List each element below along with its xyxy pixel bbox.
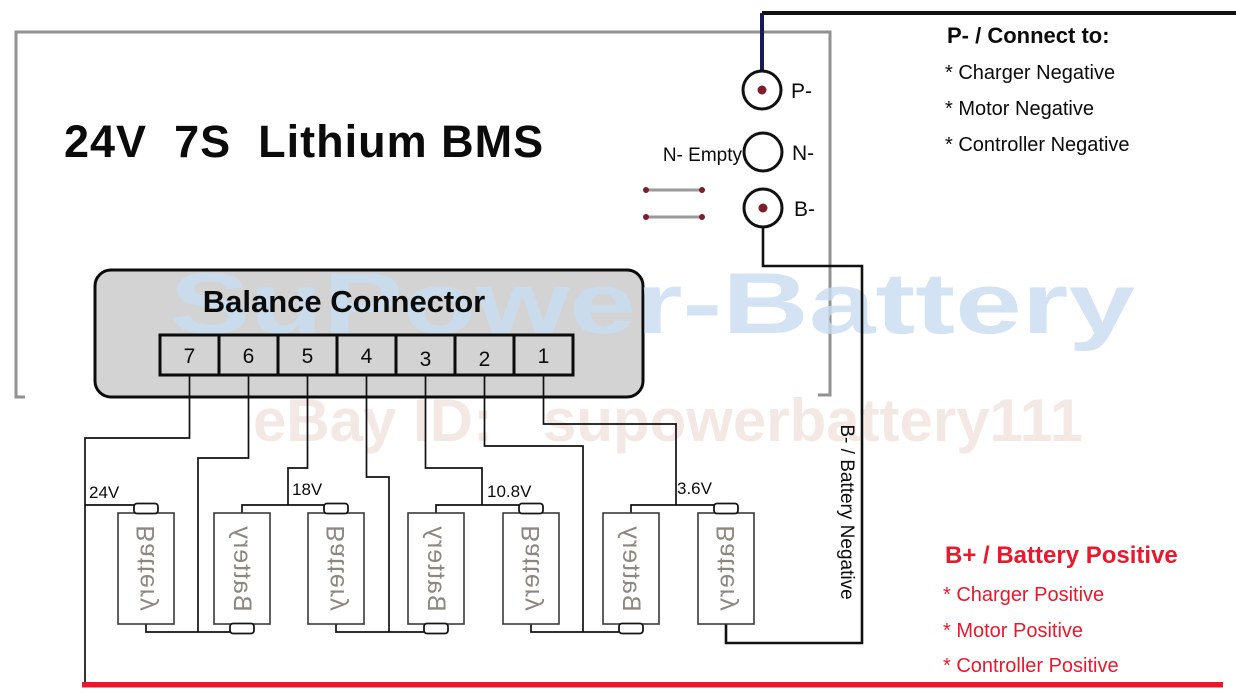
pin-number-7: 7 [184,345,196,368]
lead-wire-3 [424,375,483,505]
pin-cell-2 [453,333,516,377]
battery-terminal-cap [229,622,255,635]
watermark-ebay-id: eBay ID: supowerbattery111 [253,387,1083,454]
jumper-pad-dot [699,187,705,193]
battery-terminal-cap [618,622,644,635]
b-block-heading: B+ / Battery Positive [945,542,1178,569]
battery-label: Battery [422,525,450,611]
battery-body [117,512,175,625]
jumper-pad-dot [699,214,705,220]
jumper-pads [643,187,705,220]
n-empty-note: N- Empty [663,145,743,166]
battery-label: Battery [517,525,545,611]
b-plus-info-block: B+ / Battery Positive * Charger Positive… [943,542,1178,677]
battery-terminal-cap [423,622,449,635]
battery-terminal-cap [323,502,349,515]
pin-number-5: 5 [302,345,314,368]
pin-number-6: 6 [243,345,255,368]
jumper-pad-dot [643,187,649,193]
battery-cell-7: Battery [697,502,755,625]
junction-bottom-b1-b2 [145,623,242,633]
terminal-b-label: B- [794,198,815,221]
battery-cell-3: Battery [307,502,365,625]
p-block-item: * Motor Negative [945,98,1094,120]
p-minus-info-block: P- / Connect to: * Charger Negative * Mo… [945,23,1130,156]
terminal-p-solder-dot [757,85,767,95]
b-minus-wire-label: B- / Battery Negative [836,424,857,599]
battery-label: Battery [712,525,740,611]
p-block-item: * Charger Negative [945,62,1115,84]
b-block-item: * Motor Positive [943,620,1083,642]
battery-label: Battery [322,525,350,611]
battery-label: Battery [132,525,160,611]
junction-top-b4-b5 [435,504,531,514]
battery-body [502,512,560,625]
junction-top-b2-b3 [241,504,336,514]
lead-wire-4 [365,375,390,632]
cell-junction-wires [145,504,726,633]
battery-bank: Battery Battery Battery Battery Battery … [117,502,755,635]
battery-body [213,512,271,625]
pin-number-3: 3 [420,348,432,371]
pin-number-4: 4 [361,345,373,368]
b-block-item: * Controller Positive [943,655,1119,677]
pin-number-1: 1 [538,345,550,368]
bms-terminals: P- N- B- N- Empty [663,69,815,229]
p-block-item: * Controller Negative [945,134,1130,156]
battery-cell-6: Battery [602,512,660,635]
battery-cell-1: Battery [117,502,175,625]
battery-cell-5: Battery [502,502,560,625]
battery-label: Battery [228,525,256,611]
battery-cell-2: Battery [213,512,271,635]
bms-board-frame [14,30,832,399]
battery-terminal-cap [518,502,544,515]
junction-bottom-b5-b6 [530,623,631,633]
voltage-label-24v: 24V [89,483,120,502]
balance-connector-pins: 7 6 5 4 3 2 1 [158,333,575,377]
battery-cell-4: Battery [407,512,465,635]
terminal-n-minus [742,131,784,173]
battery-terminal-cap [713,502,739,515]
lead-wire-5 [287,375,309,505]
p-block-heading: P- / Connect to: [947,23,1110,48]
battery-terminal-cap [133,502,159,515]
balance-connector-label: Balance Connector [203,284,486,319]
pin-number-2: 2 [479,348,491,371]
diagram-title: 24V 7S Lithium BMS [64,116,544,167]
battery-body [307,512,365,625]
pin-cell-5 [276,333,339,377]
lead-wire-1 [542,375,677,505]
battery-body [602,512,660,625]
battery-label: Battery [617,525,645,611]
terminal-b-solder-dot [758,203,768,213]
junction-bottom-b3-b4 [335,623,436,633]
voltage-label-10-8v: 10.8V [487,482,532,501]
terminal-p-label: P- [791,80,812,103]
terminal-n-label: N- [792,142,814,165]
jumper-pad-dot [643,214,649,220]
b-minus-return-wire [724,210,864,645]
voltage-label-18v: 18V [292,480,323,499]
lead-wire-2 [483,375,584,632]
balance-lead-wires [84,375,677,682]
voltage-label-3-6v: 3.6V [677,479,713,498]
battery-body [407,512,465,625]
b-block-item: * Charger Positive [943,584,1104,606]
lead-wire-6 [197,375,250,632]
junction-top-b6-b7 [630,504,726,514]
b-plus-bus-bar [82,682,1223,688]
lead-wire-7 [84,375,191,682]
